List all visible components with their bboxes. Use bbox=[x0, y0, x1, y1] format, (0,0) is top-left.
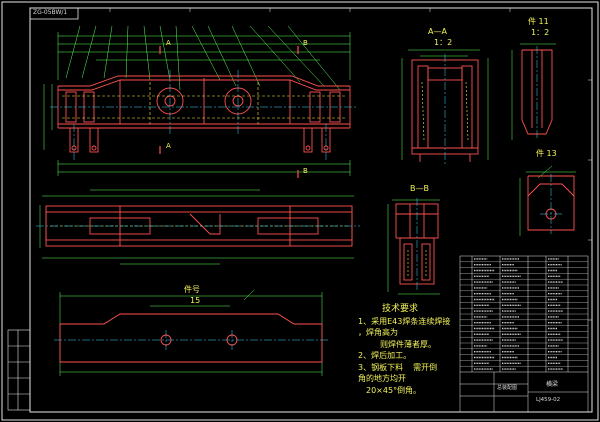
tech-req-line: 角的地方均开 bbox=[358, 374, 406, 383]
cut-mark-a-bottom: A bbox=[166, 142, 171, 150]
parts-list-rows bbox=[460, 261, 588, 367]
section-aa-scale: 1：2 bbox=[434, 38, 453, 47]
cut-mark-b-top: B bbox=[303, 39, 308, 47]
technical-requirements: 技术要求 1、采用E43焊条连续焊接 ，焊角高为 则焊件薄者厚。 2、焊后加工。… bbox=[358, 304, 468, 396]
zone-ticks bbox=[109, 8, 592, 321]
tech-req-line: 20×45°倒角。 bbox=[366, 385, 422, 395]
part13-view bbox=[519, 165, 576, 236]
tech-req-line: ，焊角高为 bbox=[358, 328, 398, 337]
front-view bbox=[43, 25, 358, 178]
binding-strip bbox=[7, 329, 31, 411]
section-bb-title: B—B bbox=[410, 184, 429, 193]
part15-title: 件号 bbox=[184, 285, 200, 294]
cut-mark-b-bottom: B bbox=[303, 167, 308, 175]
title-block-unit: 总装配图 bbox=[497, 385, 518, 391]
plan-view bbox=[36, 189, 360, 265]
part13-title: 件 13 bbox=[536, 149, 557, 158]
section-aa-title: A—A bbox=[428, 27, 447, 36]
tech-req-title: 技术要求 bbox=[382, 304, 419, 314]
cut-mark-a-top: A bbox=[166, 39, 171, 47]
tech-req-line: 2、焊后加工。 bbox=[358, 351, 412, 360]
drawing-number: ZG-05BW/1 bbox=[33, 9, 68, 16]
tech-req-line: 则焊件薄者厚。 bbox=[380, 339, 436, 349]
drawing-number-box bbox=[29, 7, 79, 20]
part11-scale: 1：2 bbox=[531, 28, 550, 37]
section-aa-view bbox=[401, 49, 489, 166]
tech-req-line: 1、采用E43焊条连续焊接 bbox=[358, 316, 451, 326]
tech-req-line: 3、钢板下料需开倒 bbox=[358, 362, 438, 372]
title-block-code: LJ459-02 bbox=[536, 397, 561, 403]
part11-title: 件 11 bbox=[528, 17, 549, 26]
inner-border bbox=[29, 7, 593, 413]
section-bb-view bbox=[387, 198, 440, 295]
title-block-name: 横梁 bbox=[546, 381, 559, 388]
parts-list-entries bbox=[474, 258, 563, 370]
part15-number: 15 bbox=[190, 296, 201, 305]
part11-view bbox=[511, 43, 556, 140]
part15-view bbox=[54, 289, 328, 376]
